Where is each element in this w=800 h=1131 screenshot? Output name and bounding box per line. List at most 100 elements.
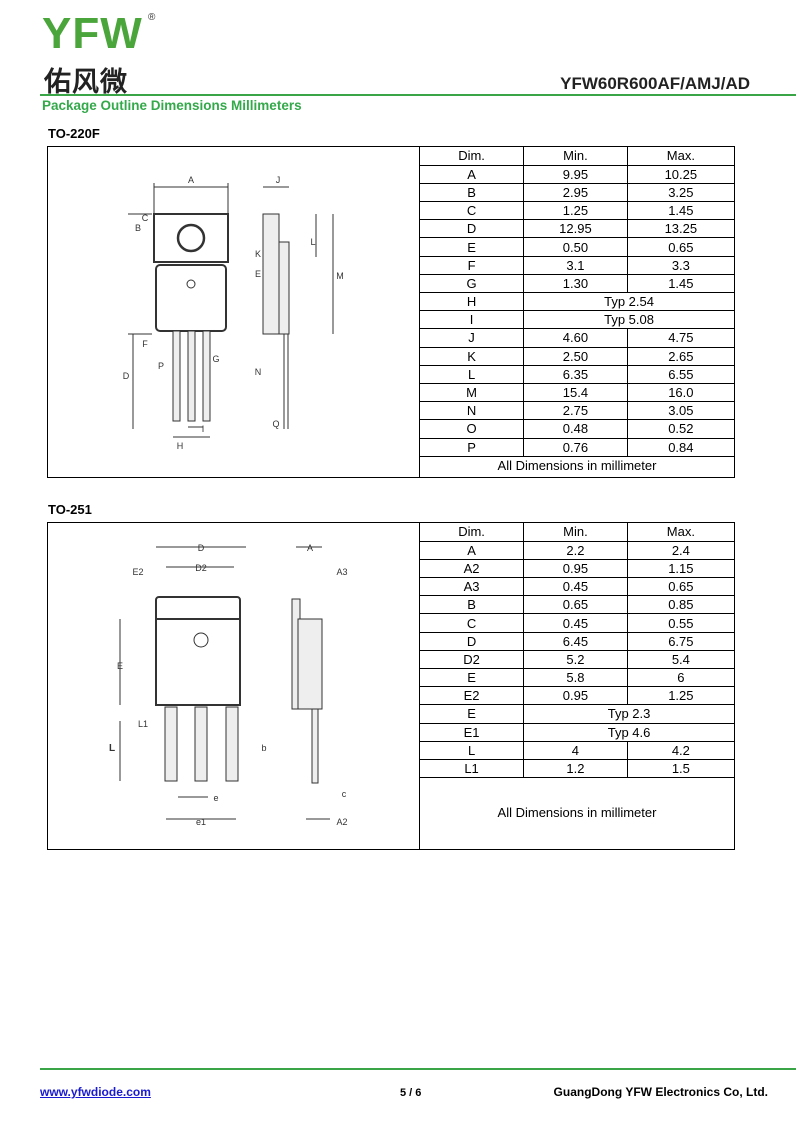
to251-label-b: b xyxy=(261,743,266,753)
to220f-label-K: K xyxy=(255,249,261,259)
to220f-label-Q: Q xyxy=(272,419,279,429)
dim-cell: D xyxy=(420,631,525,651)
table-note: All Dimensions in millimeter xyxy=(420,455,734,475)
note-row: All Dimensions in millimeter xyxy=(420,777,734,848)
max-cell: 0.65 xyxy=(626,577,734,597)
to251-label-e1: e1 xyxy=(196,817,206,827)
to251-label-A: A xyxy=(307,543,313,553)
dim-cell: C xyxy=(420,201,525,221)
table-header-row: Dim.Min.Max. xyxy=(420,147,734,166)
min-cell: 0.45 xyxy=(523,613,628,633)
to220f-drawing: A B C D E F G H I J K L M N P Q xyxy=(48,147,420,477)
max-cell: 1.45 xyxy=(626,273,734,294)
dim-cell: F xyxy=(420,255,525,275)
max-cell: 16.0 xyxy=(626,382,734,403)
to220f-outline-svg: A B C D E F G H I J K L M N P Q xyxy=(123,175,344,451)
max-cell: 3.25 xyxy=(626,182,734,203)
dim-cell: A2 xyxy=(420,558,525,579)
min-cell: 15.4 xyxy=(523,382,628,403)
min-cell: 2.75 xyxy=(523,401,628,421)
dim-cell: D xyxy=(420,219,525,239)
max-cell: 2.65 xyxy=(626,346,734,366)
min-cell: 5.2 xyxy=(523,649,628,670)
typ-cell: Typ 2.54 xyxy=(523,291,734,312)
part-number: YFW60R600AF/AMJ/AD xyxy=(560,74,750,93)
column-header: Max. xyxy=(626,523,734,542)
max-cell: 1.5 xyxy=(626,758,734,779)
to251-label-A2: A2 xyxy=(336,817,347,827)
max-cell: 4.2 xyxy=(626,740,734,760)
min-cell: 4.60 xyxy=(523,328,628,348)
to220f-label-I: I xyxy=(202,424,205,434)
to251-label-c: c xyxy=(342,789,347,799)
dim-cell: L xyxy=(420,364,525,384)
to251-drawing: D A E2 D2 A3 E L1 L b e e1 c A2 xyxy=(48,523,420,849)
column-header: Dim. xyxy=(420,147,525,166)
min-cell: 0.45 xyxy=(523,577,628,597)
typ-cell: Typ 5.08 xyxy=(523,310,734,330)
min-cell: 0.65 xyxy=(523,595,628,615)
to251-label-E2: E2 xyxy=(132,567,143,577)
to220f-label-B: B xyxy=(135,223,141,233)
to220f-label-G: G xyxy=(212,354,219,364)
company-name: GuangDong YFW Electronics Co, Ltd. xyxy=(553,1085,768,1099)
column-header: Min. xyxy=(523,147,628,166)
min-cell: 2.50 xyxy=(523,346,628,366)
max-cell: 3.05 xyxy=(626,401,734,421)
dim-cell: E xyxy=(420,237,525,257)
logo-latin-text: YFW xyxy=(42,9,143,58)
website-link[interactable]: www.yfwdiode.com xyxy=(40,1085,151,1099)
min-cell: 9.95 xyxy=(523,164,628,184)
min-cell: 0.76 xyxy=(523,437,628,457)
typ-cell: Typ 4.6 xyxy=(523,722,734,742)
to220f-panel: A B C D E F G H I J K L M N P Q Dim.Min.… xyxy=(47,146,735,478)
max-cell: 1.15 xyxy=(626,558,734,579)
typ-cell: Typ 2.3 xyxy=(523,704,734,724)
min-cell: 1.30 xyxy=(523,273,628,294)
to251-title: TO-251 xyxy=(48,502,92,517)
table-note: All Dimensions in millimeter xyxy=(420,777,734,848)
min-cell: 0.95 xyxy=(523,558,628,579)
max-cell: 0.84 xyxy=(626,437,734,457)
to251-label-A3: A3 xyxy=(336,567,347,577)
max-cell: 0.65 xyxy=(626,237,734,257)
dim-cell: B xyxy=(420,182,525,203)
dim-cell: P xyxy=(420,437,525,457)
page-subtitle: Package Outline Dimensions Millimeters xyxy=(42,98,302,113)
to220f-label-N: N xyxy=(255,367,262,377)
dim-cell: B xyxy=(420,595,525,615)
dim-cell: A xyxy=(420,540,525,560)
to251-label-L: L xyxy=(109,743,115,754)
max-cell: 10.25 xyxy=(626,164,734,184)
dim-cell: L1 xyxy=(420,758,525,779)
table-header-row: Dim.Min.Max. xyxy=(420,523,734,542)
dim-cell: L xyxy=(420,740,525,760)
min-cell: 2.2 xyxy=(523,540,628,560)
dim-cell: I xyxy=(420,310,525,330)
min-cell: 0.95 xyxy=(523,686,628,706)
to220f-label-J: J xyxy=(276,175,281,185)
column-header: Dim. xyxy=(420,523,525,542)
to251-label-e: e xyxy=(213,793,218,803)
to220f-label-D: D xyxy=(123,371,130,381)
max-cell: 0.55 xyxy=(626,613,734,633)
footer-divider xyxy=(40,1068,796,1070)
min-cell: 5.8 xyxy=(523,667,628,688)
to220f-label-H: H xyxy=(177,441,184,451)
